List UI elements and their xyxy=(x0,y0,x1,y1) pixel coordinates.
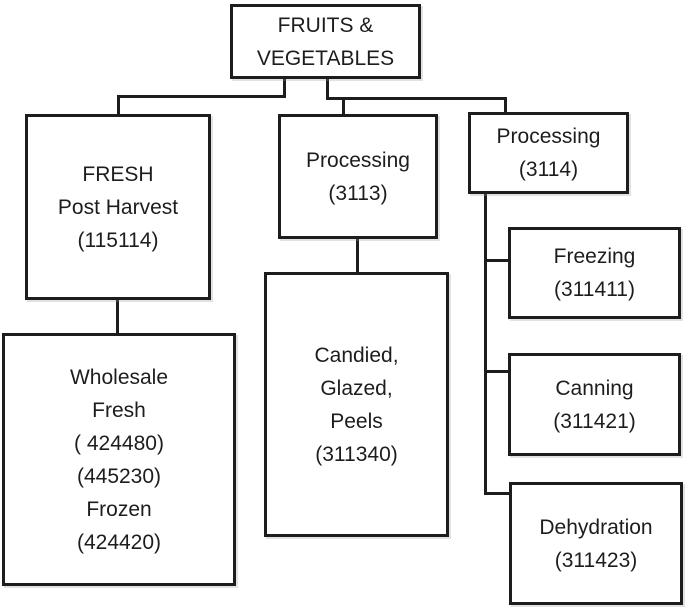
node-label-line: Processing xyxy=(306,148,410,172)
node-label-line: VEGETABLES xyxy=(256,46,395,70)
node-label-line: Freezing xyxy=(553,245,636,268)
connector-root-to-processing-h xyxy=(326,97,507,100)
node-label-line: FRUITS & xyxy=(277,13,374,37)
connector-fresh-to-wholesale xyxy=(116,298,119,334)
node-label-line: Glazed, xyxy=(320,376,393,400)
node-label-line: Candied, xyxy=(314,343,399,367)
node-label-line: Processing xyxy=(496,125,601,148)
connector-trunk-to-freezing xyxy=(484,259,509,262)
node-label-line: Canning xyxy=(555,376,634,400)
connector-3113-to-candied xyxy=(356,237,359,273)
node-label-line: Fresh xyxy=(92,398,146,422)
node-label-line: (311340) xyxy=(315,442,398,466)
connector-root-left-stub xyxy=(283,78,286,98)
node-wholesale-fresh-frozen: Wholesale Fresh ( 424480) (445230) Froze… xyxy=(2,333,236,586)
connector-trunk-to-canning xyxy=(484,370,509,373)
node-label-line: (445230) xyxy=(76,464,162,488)
node-label-line: Post Harvest xyxy=(57,195,179,219)
connector-root-to-3114-v xyxy=(504,97,507,113)
node-fruits-vegetables: FRUITS & VEGETABLES xyxy=(230,4,421,79)
node-label-line: (3114) xyxy=(518,158,579,181)
node-label-line: FRESH xyxy=(82,162,154,186)
node-label-line: (311411) xyxy=(554,278,635,301)
connector-root-right-stub xyxy=(326,78,329,100)
connector-trunk-to-dehydration xyxy=(484,492,510,495)
node-label-line: Wholesale xyxy=(69,365,169,389)
node-label-line: (424420) xyxy=(76,530,162,554)
node-label-line: ( 424480) xyxy=(74,431,164,455)
node-label-line: (3113) xyxy=(328,181,388,205)
connector-3114-trunk xyxy=(484,192,487,495)
node-fresh-post-harvest: FRESH Post Harvest (115114) xyxy=(25,114,211,300)
node-label-line: Frozen xyxy=(86,497,152,521)
node-label-line: (311423) xyxy=(554,548,638,572)
node-candied-glazed-peels: Candied, Glazed, Peels (311340) xyxy=(264,272,449,537)
connector-root-to-fresh-h xyxy=(117,95,286,98)
node-canning: Canning (311421) xyxy=(508,353,681,456)
node-label-line: Dehydration xyxy=(539,515,653,539)
node-freezing: Freezing (311411) xyxy=(508,227,681,319)
node-processing-3114: Processing (3114) xyxy=(468,112,629,194)
connector-root-to-3113-v xyxy=(342,97,345,115)
node-label-line: Peels xyxy=(330,409,383,433)
node-label-line: (311421) xyxy=(553,409,636,433)
node-label-line: (115114) xyxy=(77,228,159,252)
connector-root-to-fresh-v xyxy=(117,95,120,115)
node-dehydration: Dehydration (311423) xyxy=(509,482,683,605)
node-processing-3113: Processing (3113) xyxy=(278,114,438,239)
